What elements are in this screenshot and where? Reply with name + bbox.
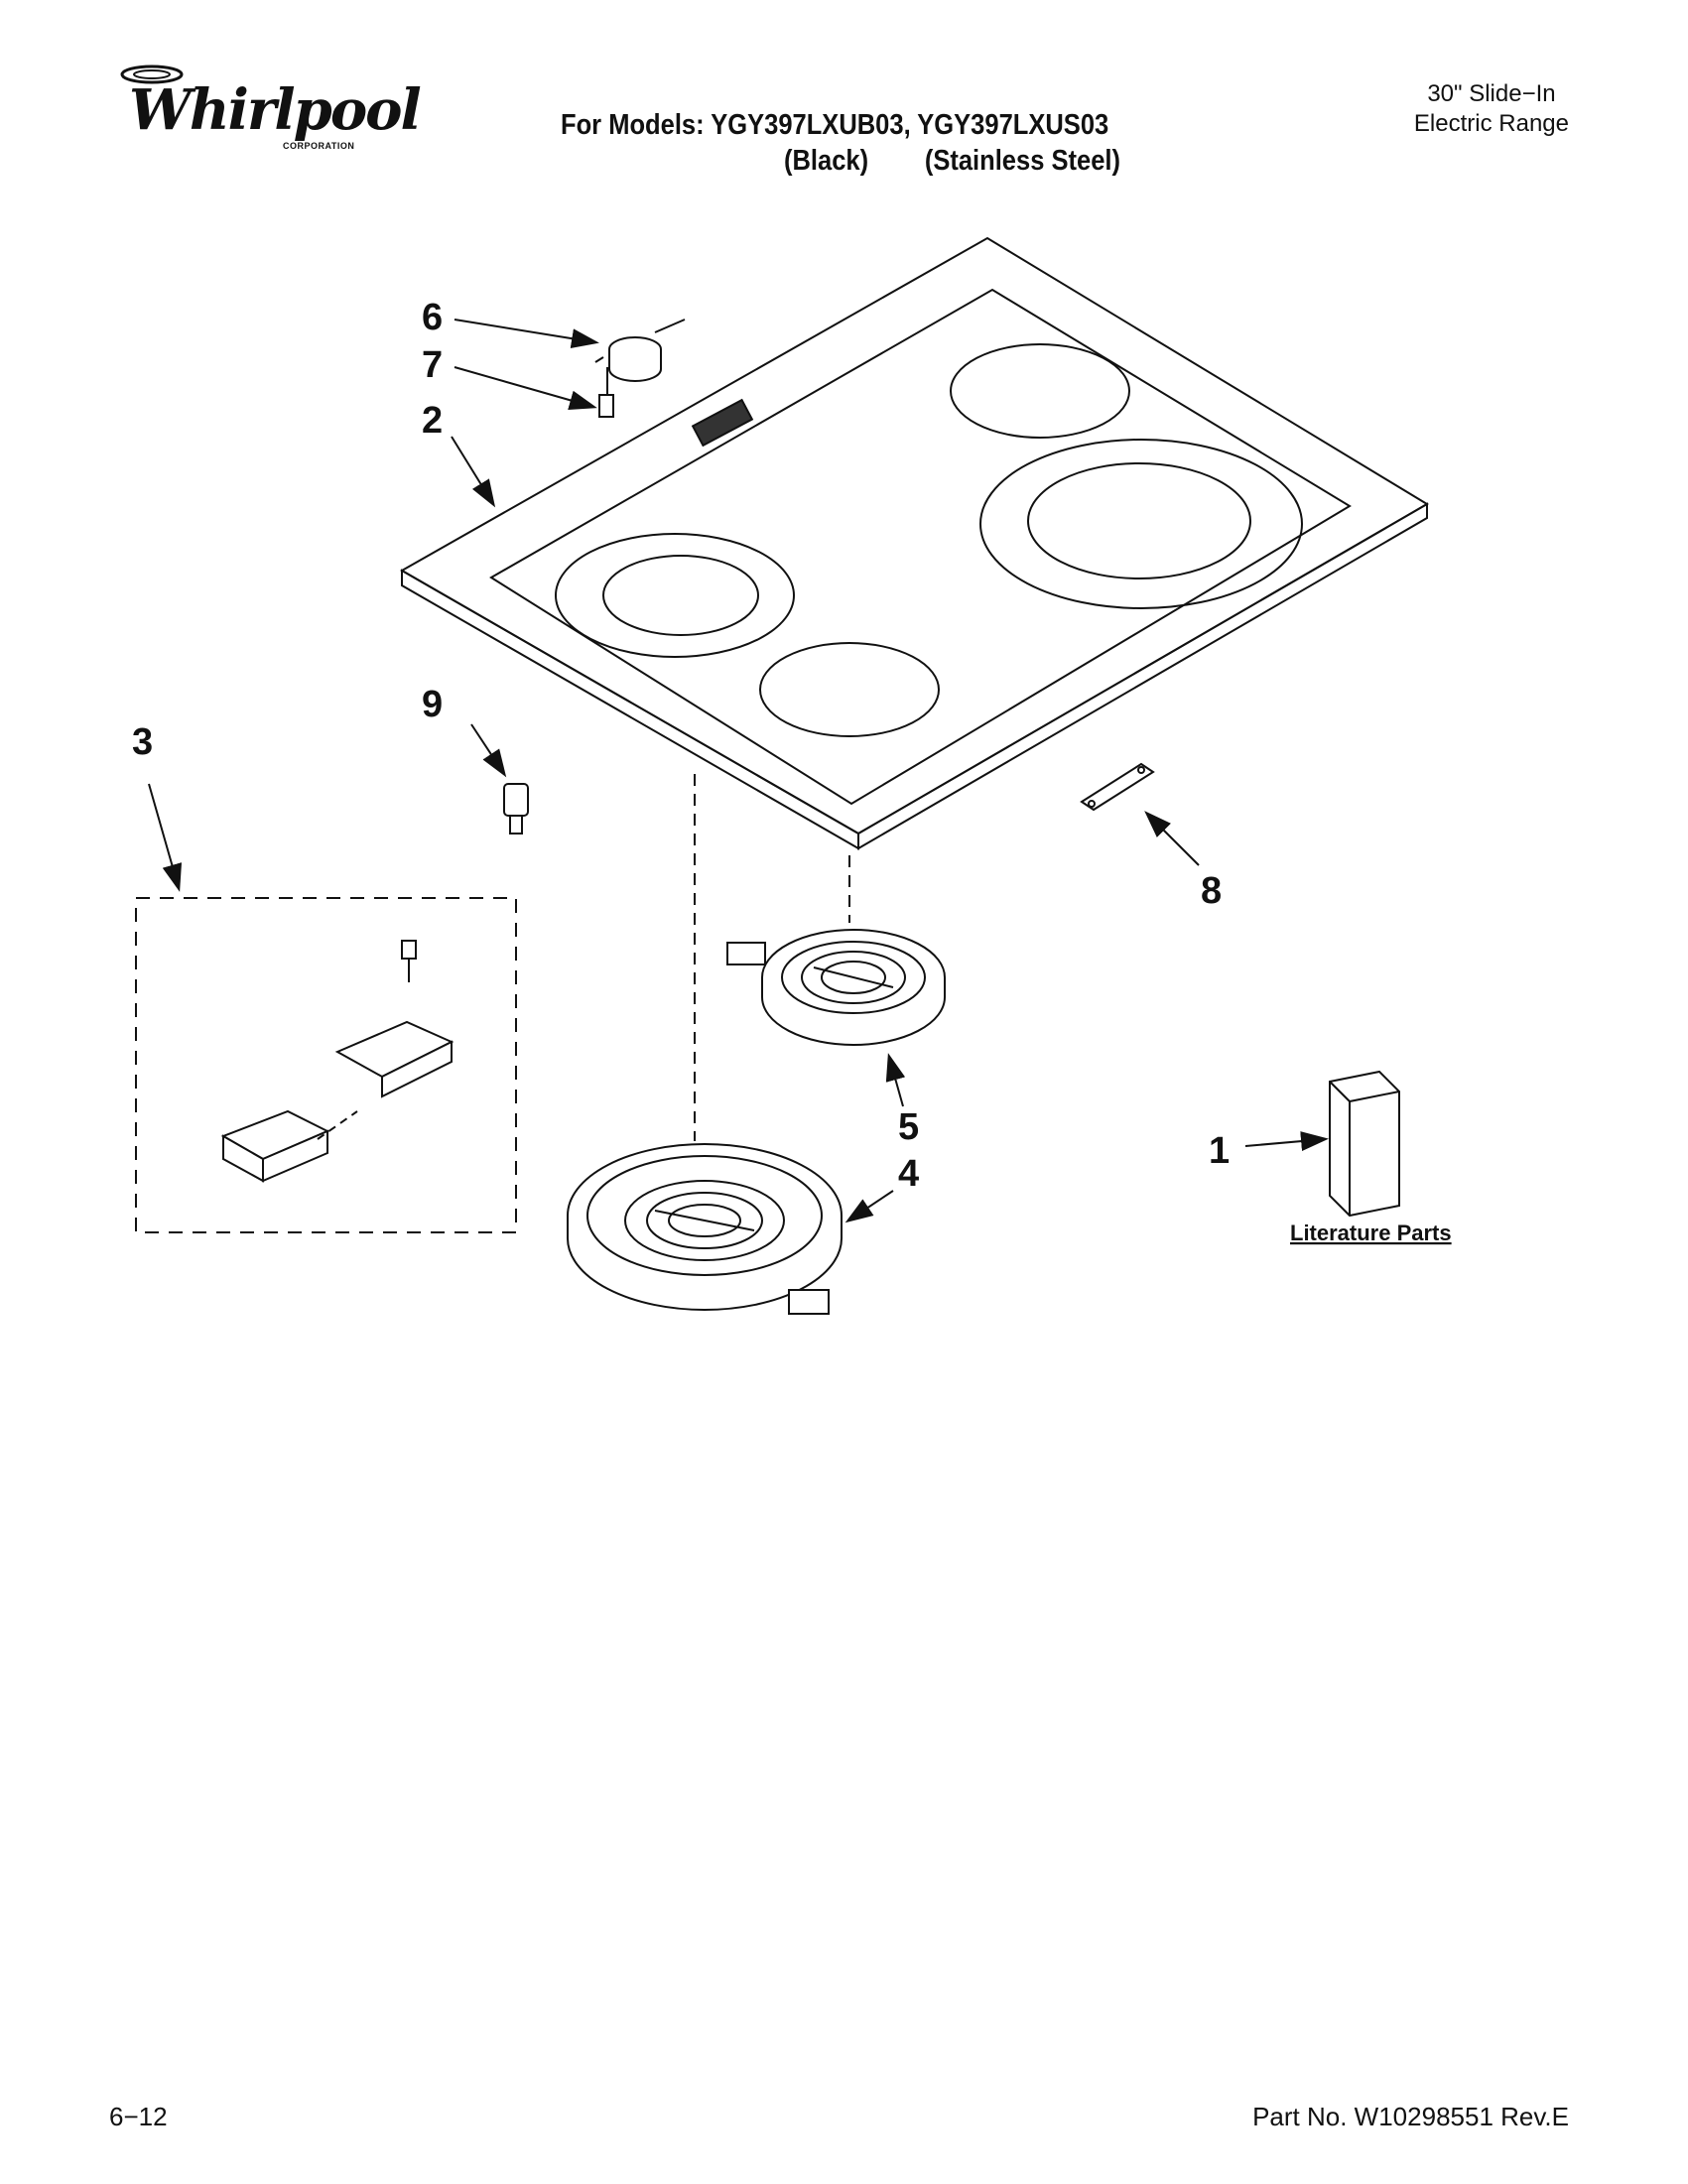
callout-6: 6	[422, 297, 443, 338]
callout-9: 9	[422, 684, 443, 725]
callout-2: 2	[422, 400, 443, 442]
product-description: 30" Slide−In Electric Range	[1414, 79, 1569, 139]
callout-7: 7	[422, 344, 443, 386]
brand-logo: Whirlpool CORPORATION	[109, 60, 422, 159]
screw-part-7	[598, 367, 614, 418]
logo-swirl-icon	[120, 64, 184, 84]
callout-8: 8	[1201, 870, 1222, 912]
leader-lines	[694, 774, 850, 1141]
color-stainless: (Stainless Steel)	[924, 145, 1120, 177]
callout-arrows	[148, 319, 1329, 1223]
radiant-element-large	[567, 1143, 843, 1315]
model-colors: (Black) (Stainless Steel)	[784, 145, 1120, 178]
brand-subtitle: CORPORATION	[283, 141, 355, 151]
callout-5: 5	[898, 1106, 919, 1148]
callout-3: 3	[132, 721, 153, 763]
callout-4: 4	[898, 1153, 919, 1195]
indicator-light-part	[503, 783, 529, 835]
callout-1: 1	[1209, 1130, 1230, 1172]
cooktop-glass	[399, 236, 1429, 850]
color-black: (Black)	[784, 145, 869, 177]
kit-assembly-box	[135, 897, 517, 1233]
product-line-2: Electric Range	[1413, 110, 1569, 137]
radiant-element-small	[726, 929, 946, 1046]
product-line-1: 30" Slide−In	[1427, 80, 1556, 107]
thermostat-part	[594, 319, 686, 382]
part-number: Part No. W10298551 Rev.E	[1252, 2102, 1569, 2131]
revision-date: 6−12	[109, 2102, 168, 2131]
brand-name: Whirlpool	[129, 77, 422, 143]
literature-booklet	[1329, 1070, 1400, 1218]
models-title: For Models: YGY397LXUB03, YGY397LXUS03	[561, 109, 1109, 141]
bracket-part	[1080, 762, 1155, 812]
literature-parts-label: Literature Parts	[1290, 1220, 1452, 1245]
